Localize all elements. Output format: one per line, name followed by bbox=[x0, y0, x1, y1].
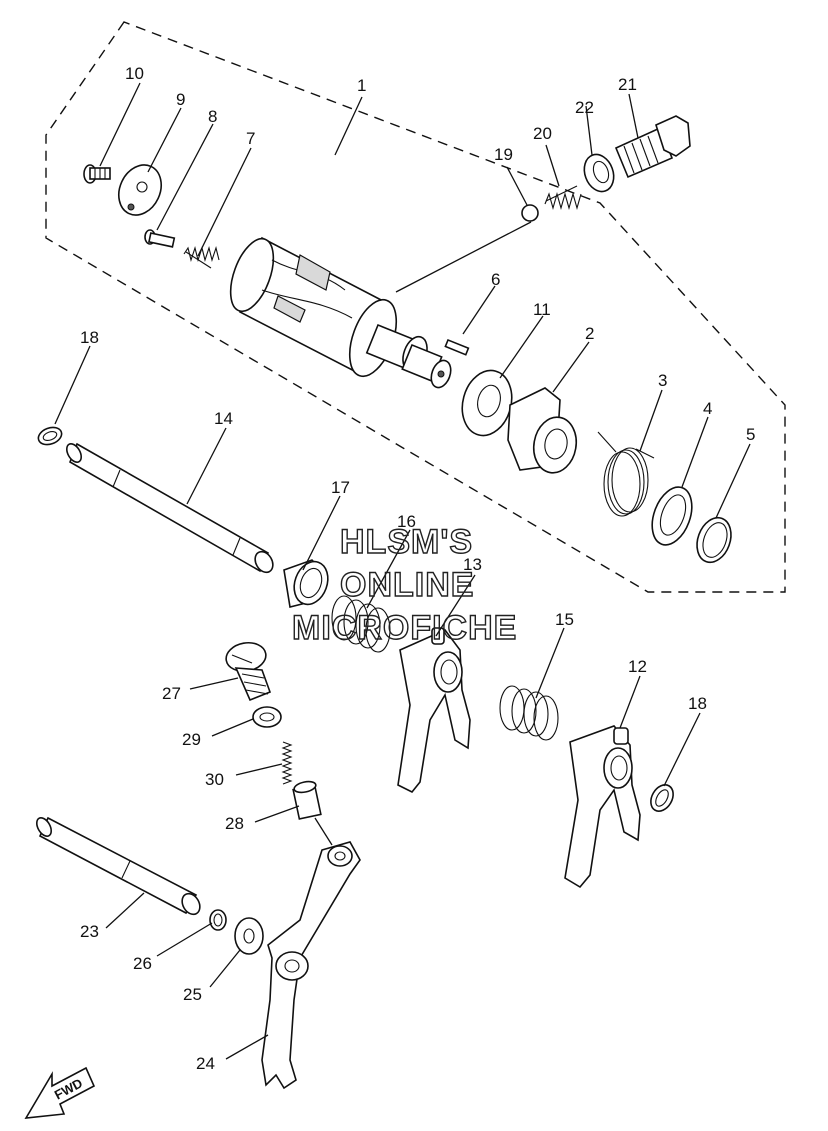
label-16: 16 bbox=[397, 512, 416, 531]
part-27-plug-bolt bbox=[225, 641, 272, 702]
label-19: 19 bbox=[494, 145, 513, 164]
label-17: 17 bbox=[331, 478, 350, 497]
watermark-line-3: MICROFICHE bbox=[292, 609, 517, 647]
label-9: 9 bbox=[176, 90, 185, 109]
label-7: 7 bbox=[246, 129, 255, 148]
part-23-shaft bbox=[35, 816, 201, 916]
label-8: 8 bbox=[208, 107, 217, 126]
part-29-washer bbox=[252, 706, 282, 728]
label-11: 11 bbox=[533, 300, 551, 319]
label-18b: 18 bbox=[688, 694, 707, 713]
label-3: 3 bbox=[658, 371, 667, 390]
label-15: 15 bbox=[555, 610, 574, 629]
part-22-washer bbox=[583, 153, 615, 193]
watermark-line-1: HLSM'S bbox=[340, 523, 473, 561]
part-30-spring bbox=[281, 741, 293, 785]
part-7-spring bbox=[183, 246, 220, 269]
part-18-circlip-right bbox=[650, 784, 674, 812]
label-29: 29 bbox=[182, 730, 201, 749]
label-14: 14 bbox=[214, 409, 233, 428]
part-14-shaft bbox=[65, 442, 274, 574]
part-17-collar bbox=[283, 559, 329, 608]
part-28-pin bbox=[292, 780, 322, 820]
label-26: 26 bbox=[133, 954, 152, 973]
label-20: 20 bbox=[533, 124, 552, 143]
label-22: 22 bbox=[575, 98, 594, 117]
part-25-washer bbox=[234, 917, 264, 955]
label-25: 25 bbox=[183, 985, 202, 1004]
part-24-shift-fork bbox=[261, 841, 361, 1090]
part-9-plate bbox=[118, 164, 162, 216]
part-18-circlip-left bbox=[37, 426, 63, 446]
label-30: 30 bbox=[205, 770, 224, 789]
fwd-arrow-icon: FWD bbox=[24, 1066, 96, 1119]
label-13: 13 bbox=[463, 555, 482, 574]
part-26-circlip bbox=[209, 909, 227, 931]
part-16-spring bbox=[331, 595, 391, 653]
part-19-ball bbox=[521, 204, 539, 222]
assembly-boundary bbox=[45, 21, 786, 593]
part-20-spring bbox=[544, 185, 582, 211]
part-12-shift-fork bbox=[564, 725, 641, 889]
label-1: 1 bbox=[357, 76, 366, 95]
label-2: 2 bbox=[585, 324, 594, 343]
label-6: 6 bbox=[491, 270, 500, 289]
part-4-washer bbox=[651, 486, 693, 546]
label-23: 23 bbox=[80, 922, 99, 941]
label-10: 10 bbox=[125, 64, 144, 83]
part-10-screw bbox=[83, 164, 111, 184]
label-27: 27 bbox=[162, 684, 181, 703]
part-3-torsion-spring bbox=[597, 431, 655, 517]
label-5: 5 bbox=[746, 425, 755, 444]
label-24: 24 bbox=[196, 1054, 215, 1073]
part-15-spring bbox=[499, 685, 559, 741]
part-21-bolt bbox=[614, 115, 691, 179]
label-21: 21 bbox=[618, 75, 637, 94]
label-4: 4 bbox=[703, 399, 712, 418]
leader-lines bbox=[54, 82, 751, 1060]
part-2-segment bbox=[507, 387, 578, 474]
label-12: 12 bbox=[628, 657, 647, 676]
part-13-shift-fork bbox=[397, 627, 471, 794]
label-18a: 18 bbox=[80, 328, 99, 347]
part-5-circlip bbox=[696, 516, 732, 564]
part-1-shift-drum bbox=[229, 236, 452, 389]
watermark: HLSM'S ONLINE MICROFICHE bbox=[291, 522, 517, 647]
watermark-line-2: ONLINE bbox=[340, 566, 474, 604]
part-number-labels: 1 2 3 4 5 6 7 8 9 10 11 12 13 14 15 16 1… bbox=[80, 64, 755, 1073]
label-28: 28 bbox=[225, 814, 244, 833]
part-6-pin bbox=[444, 338, 470, 356]
part-8-pin bbox=[144, 229, 176, 248]
